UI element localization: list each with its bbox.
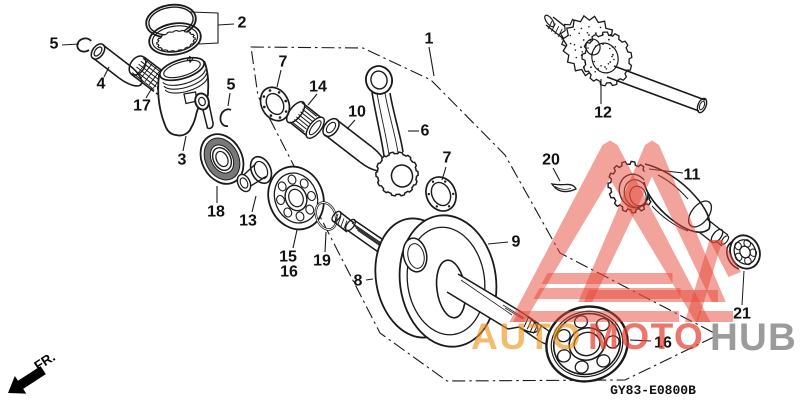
svg-text:7: 7 [443, 150, 452, 167]
svg-text:GY83-E0800B: GY83-E0800B [610, 383, 696, 398]
svg-text:9: 9 [512, 234, 521, 251]
svg-text:AUTO: AUTO [471, 316, 582, 357]
svg-text:2: 2 [238, 15, 247, 32]
svg-text:14: 14 [309, 79, 327, 96]
svg-text:3: 3 [178, 152, 187, 169]
svg-text:8: 8 [354, 273, 363, 290]
svg-text:HUB: HUB [710, 316, 797, 359]
svg-text:20: 20 [542, 152, 560, 169]
svg-text:18: 18 [207, 204, 225, 221]
svg-text:16: 16 [280, 264, 298, 281]
svg-text:6: 6 [421, 123, 430, 140]
svg-text:5: 5 [50, 36, 59, 53]
svg-text:N: N [185, 54, 195, 65]
svg-text:19: 19 [313, 253, 331, 270]
svg-text:7: 7 [279, 54, 288, 71]
svg-text:5: 5 [227, 77, 236, 94]
svg-text:4: 4 [97, 76, 106, 93]
svg-text:16: 16 [654, 335, 672, 352]
svg-text:11: 11 [684, 167, 701, 184]
svg-text:13: 13 [239, 213, 257, 230]
svg-text:1: 1 [425, 31, 434, 48]
svg-text:MOTO: MOTO [588, 316, 704, 357]
svg-text:12: 12 [594, 105, 612, 122]
svg-text:21: 21 [733, 306, 751, 323]
svg-text:17: 17 [133, 98, 151, 115]
svg-text:10: 10 [348, 104, 366, 121]
svg-text:15: 15 [279, 249, 297, 266]
